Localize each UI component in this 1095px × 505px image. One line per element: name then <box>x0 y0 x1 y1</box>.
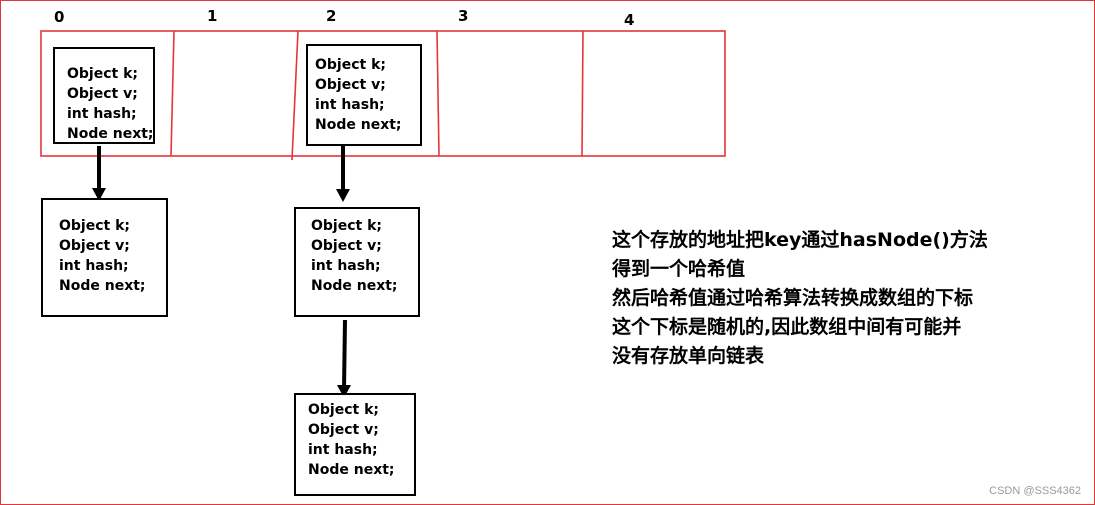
linked-node-0-1: Object k; Object v; int hash; Node next; <box>41 198 168 317</box>
array-divider-1 <box>170 30 175 157</box>
node-field-key: Object k; <box>59 218 130 234</box>
node-field-value: Object v; <box>308 422 379 438</box>
node-field-next: Node next; <box>59 278 146 294</box>
node-field-hash: int hash; <box>315 97 385 113</box>
node-field-next: Node next; <box>311 278 398 294</box>
node-field-hash: int hash; <box>308 442 378 458</box>
note-line-3: 然后哈希值通过哈希算法转换成数组的下标 <box>612 287 974 309</box>
node-field-key: Object k; <box>308 402 379 418</box>
node-field-hash: int hash; <box>311 258 381 274</box>
array-divider-3 <box>436 30 440 157</box>
linked-node-2-1: Object k; Object v; int hash; Node next; <box>294 207 420 317</box>
array-divider-4 <box>581 30 584 157</box>
array-index-4: 4 <box>624 11 635 29</box>
node-field-key: Object k; <box>311 218 382 234</box>
arrow-col2-a-head <box>336 189 350 202</box>
explanation-note: 这个存放的地址把key通过hasNode()方法 得到一个哈希值 然后哈希值通过… <box>612 226 988 371</box>
node-field-key: Object k; <box>67 66 138 82</box>
node-slot-2: Object k; Object v; int hash; Node next; <box>306 44 422 146</box>
node-field-key: Object k; <box>315 57 386 73</box>
array-divider-2 <box>291 30 299 161</box>
arrow-col2-b <box>342 319 347 390</box>
arrow-col0-head <box>92 188 106 201</box>
note-line-2: 得到一个哈希值 <box>612 258 746 280</box>
node-field-value: Object v; <box>59 238 130 254</box>
note-line-5: 没有存放单向链表 <box>612 345 765 367</box>
note-line-1: 这个存放的地址把key通过hasNode()方法 <box>612 229 988 251</box>
node-field-next: Node next; <box>308 462 395 478</box>
array-index-2: 2 <box>326 7 337 25</box>
array-index-3: 3 <box>458 7 469 25</box>
arrow-col2-b-head <box>337 385 351 398</box>
node-field-next: Node next; <box>67 126 154 142</box>
watermark: CSDN @SSS4362 <box>989 485 1081 497</box>
node-field-hash: int hash; <box>67 106 137 122</box>
array-index-0: 0 <box>54 8 65 26</box>
linked-node-2-2: Object k; Object v; int hash; Node next; <box>294 393 416 496</box>
node-slot-0: Object k; Object v; int hash; Node next; <box>53 47 155 144</box>
node-field-next: Node next; <box>315 117 402 133</box>
array-outline <box>40 30 726 157</box>
note-line-4: 这个下标是随机的,因此数组中间有可能并 <box>612 316 962 338</box>
node-field-value: Object v; <box>67 86 138 102</box>
node-field-value: Object v; <box>315 77 386 93</box>
node-field-hash: int hash; <box>59 258 129 274</box>
node-field-value: Object v; <box>311 238 382 254</box>
array-index-1: 1 <box>207 7 218 25</box>
